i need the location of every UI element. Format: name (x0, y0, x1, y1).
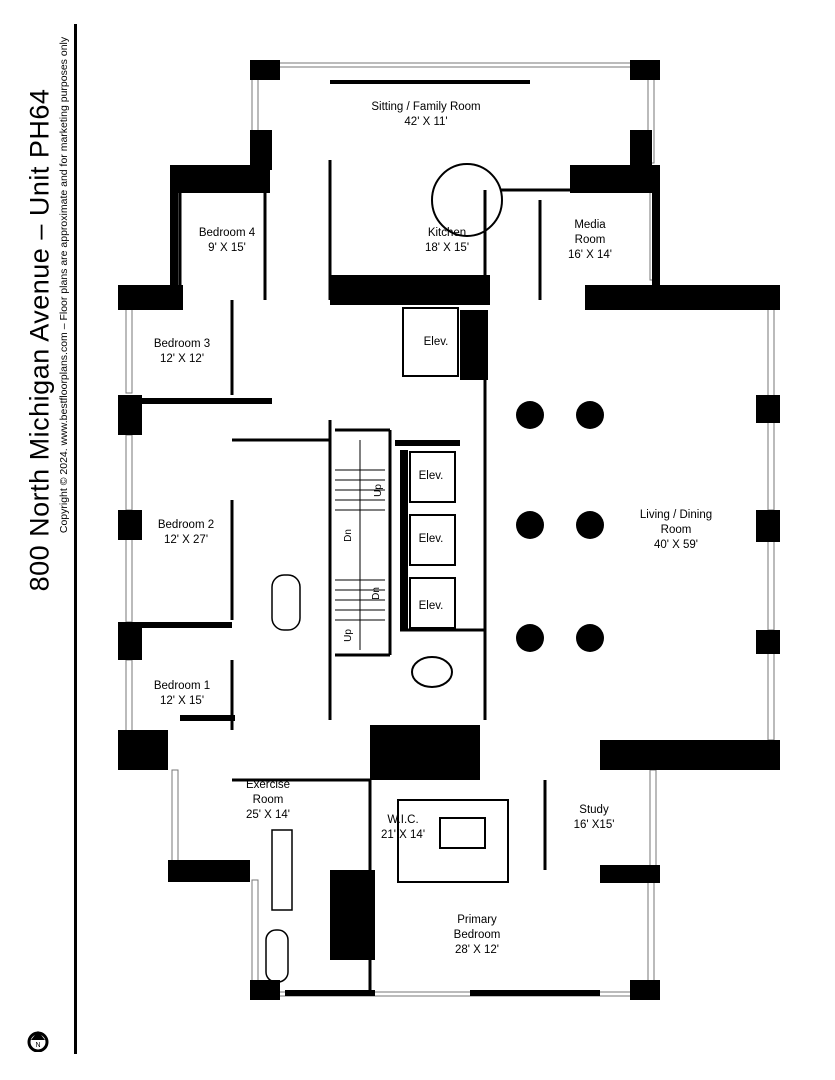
room-bedroom1-dims: 12' X 15' (159, 695, 205, 707)
room-media-name: Media Room (574, 219, 606, 246)
room-kitchen-name: Kitchen (427, 227, 467, 239)
stair-up-label: Up (342, 629, 354, 642)
room-kitchen: Kitchen 18' X 15' (425, 226, 469, 256)
side-title-panel: 800 North Michigan Avenue – Unit PH64 Co… (0, 0, 80, 1080)
room-primary-dims: 28' X 12' (454, 944, 500, 956)
room-study: Study 16' X15' (574, 803, 615, 833)
room-bedroom2-dims: 12' X 27' (163, 534, 209, 546)
room-bedroom2: Bedroom 2 12' X 27' (158, 518, 214, 548)
elevator-label: Elev. (418, 533, 444, 545)
room-study-name: Study (579, 804, 609, 816)
stair-down-label: Dn (342, 529, 354, 542)
elevator-label: Elev. (418, 470, 444, 482)
elevator-label: Elev. (423, 336, 449, 348)
room-sitting-name: Sitting / Family Room (371, 101, 481, 113)
room-media: Media Room 16' X 14' (565, 218, 615, 263)
room-wic: W.I.C. 21' X 14' (381, 813, 425, 843)
room-bedroom1-name: Bedroom 1 (153, 680, 211, 692)
room-bedroom3-name: Bedroom 3 (153, 338, 211, 350)
stair-down-label: Dn (370, 587, 382, 600)
title-divider (74, 24, 77, 1054)
room-bedroom4-name: Bedroom 4 (198, 227, 256, 239)
room-bedroom3-dims: 12' X 12' (159, 353, 205, 365)
stair-up-label: Up (372, 484, 384, 497)
room-living-name: Living / Dining Room (639, 509, 713, 536)
room-exercise: Exercise Room 25' X 14' (238, 778, 298, 823)
room-bedroom2-name: Bedroom 2 (157, 519, 215, 531)
north-arrow-icon: N (27, 1031, 49, 1052)
room-bedroom4-dims: 9' X 15' (208, 242, 246, 254)
room-media-dims: 16' X 14' (567, 249, 613, 261)
room-bedroom3: Bedroom 3 12' X 12' (154, 337, 210, 367)
room-living-dining: Living / Dining Room 40' X 59' (631, 508, 721, 553)
room-living-dims: 40' X 59' (653, 539, 699, 551)
room-primary-bedroom: Primary Bedroom 28' X 12' (447, 913, 507, 958)
elevator-label: Elev. (418, 600, 444, 612)
room-primary-name: Primary Bedroom (453, 914, 501, 941)
room-sitting-family: Sitting / Family Room 42' X 11' (371, 100, 481, 130)
room-sitting-dims: 42' X 11' (404, 116, 448, 128)
room-exercise-dims: 25' X 14' (245, 809, 291, 821)
room-study-dims: 16' X15' (573, 819, 615, 831)
room-bedroom4: Bedroom 4 9' X 15' (199, 226, 255, 256)
room-wic-name: W.I.C. (387, 814, 419, 826)
room-wic-dims: 21' X 14' (380, 829, 426, 841)
room-kitchen-dims: 18' X 15' (424, 242, 470, 254)
svg-text:N: N (35, 1042, 40, 1049)
room-bedroom1: Bedroom 1 12' X 15' (154, 679, 210, 709)
room-exercise-name: Exercise Room (245, 779, 291, 806)
